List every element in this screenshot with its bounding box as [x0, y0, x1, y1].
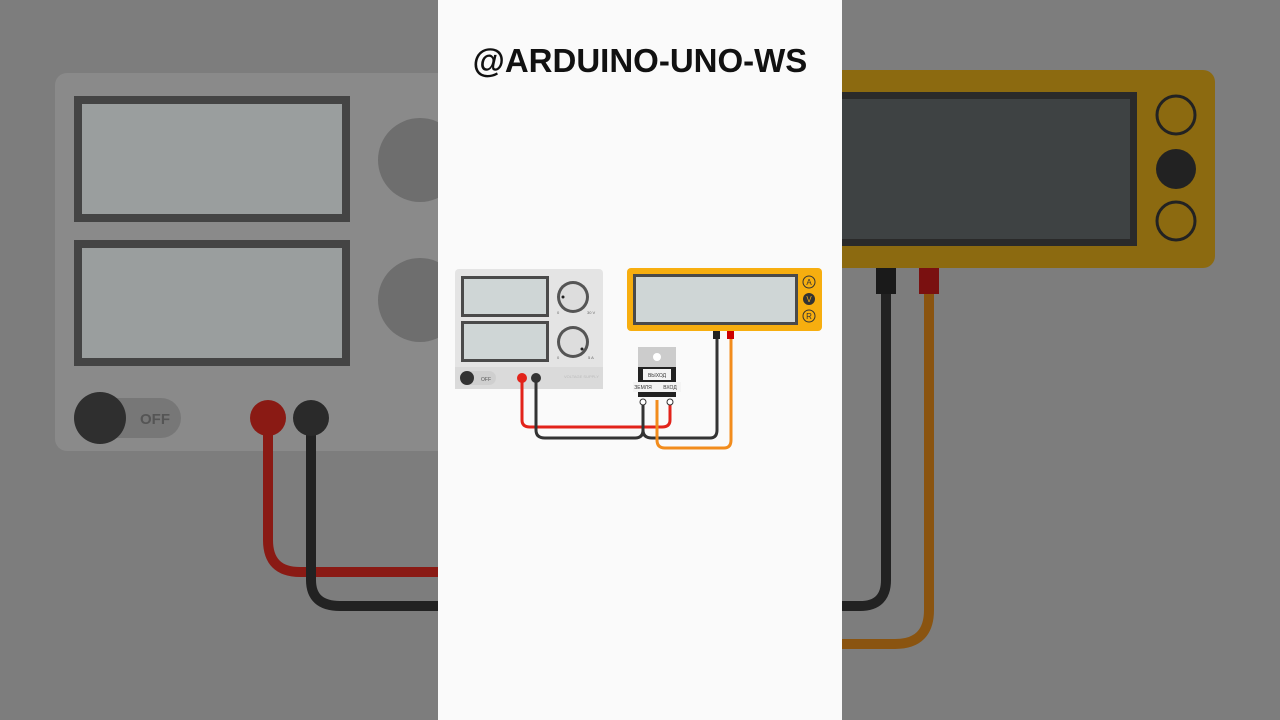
- multimeter: A V R: [627, 268, 822, 339]
- voltage-min-label: 0: [557, 310, 560, 315]
- mode-a-button[interactable]: A: [802, 275, 816, 289]
- current-min-label: 0: [557, 355, 560, 360]
- video-frame: @ARDUINO-UNO-WS 0 30 V 0 5 A OFF VOLTAGE…: [438, 0, 842, 720]
- probe-black[interactable]: [713, 331, 720, 339]
- probe-red[interactable]: [727, 331, 734, 339]
- switch-label: OFF: [481, 377, 491, 383]
- wire-black: [534, 336, 719, 440]
- output-label: ВЫХОД: [648, 373, 667, 379]
- voltage-max-label: 30 V: [587, 310, 596, 315]
- mode-r-button[interactable]: R: [802, 309, 816, 323]
- mode-r-label: R: [806, 312, 812, 321]
- current-max-label: 5 A: [588, 355, 594, 360]
- voltage-regulator: ВЫХОД ЗЕМЛЯ ВХОД: [633, 347, 681, 406]
- input-label: ВХОД: [663, 385, 677, 391]
- negative-terminal[interactable]: [531, 373, 541, 383]
- mode-v-button[interactable]: V: [803, 293, 815, 305]
- mode-v-label: V: [806, 295, 812, 304]
- mode-a-label: A: [806, 278, 812, 287]
- supply-brand: VOLTAGE SUPPLY: [564, 374, 599, 379]
- bg-off-label: OFF: [140, 411, 170, 428]
- wire-red: [520, 380, 672, 429]
- positive-terminal[interactable]: [517, 373, 527, 383]
- channel-handle: @ARDUINO-UNO-WS: [472, 42, 808, 79]
- ground-label: ЗЕМЛЯ: [634, 385, 652, 391]
- power-supply: 0 30 V 0 5 A OFF VOLTAGE SUPPLY: [455, 269, 603, 389]
- wire-orange: [655, 336, 733, 450]
- circuit: 0 30 V 0 5 A OFF VOLTAGE SUPPLY ВЫХОД ЗЕ…: [455, 268, 822, 450]
